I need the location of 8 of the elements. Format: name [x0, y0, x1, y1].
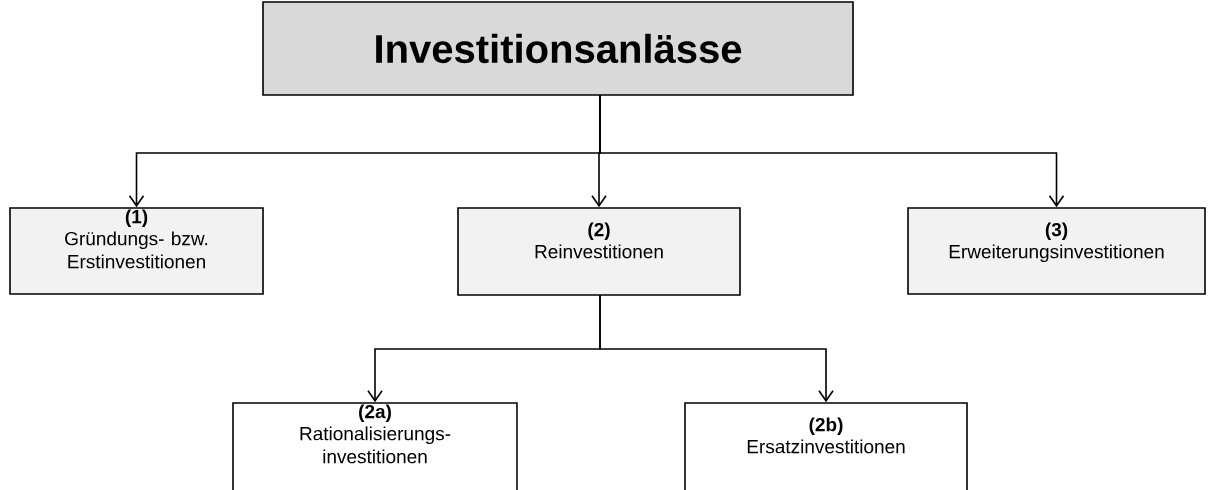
title-box: Investitionsanlässe: [262, 1, 854, 96]
category-box: (2a) Rationalisierungs- investitionen: [232, 402, 518, 490]
category-box: (3) Erweiterungsinvestitionen: [907, 207, 1206, 295]
category-box: (1) Gründungs- bzw. Erstinvestitionen: [9, 207, 264, 295]
arrow: [599, 294, 834, 403]
arrow: [599, 94, 1065, 208]
category-box: (2b) Ersatzinvestitionen: [684, 402, 968, 490]
category-box: (2) Reinvestitionen: [457, 207, 741, 296]
